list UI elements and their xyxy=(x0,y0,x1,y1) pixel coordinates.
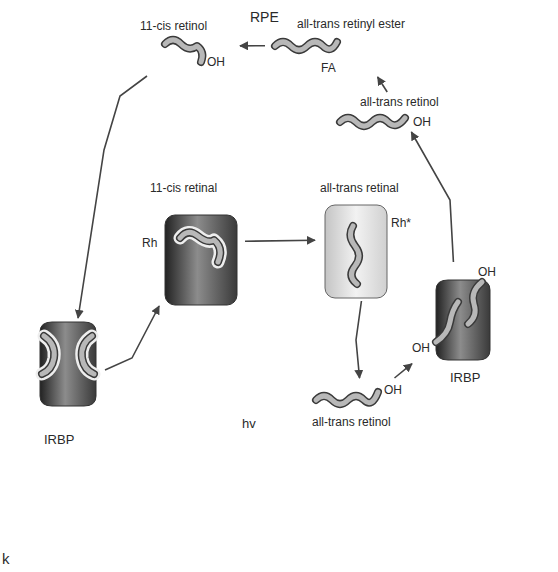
node-text: OH xyxy=(413,115,431,129)
irbp-protein: IRBP xyxy=(30,318,105,455)
node-text: OH xyxy=(207,55,225,69)
metarhodopsin-outline xyxy=(315,178,425,301)
retinoid-molecule: all-trans retinyl esterFA xyxy=(265,14,450,77)
node-text: OH xyxy=(412,341,430,355)
cilium-outline xyxy=(112,472,268,572)
retinoid-molecule: OH all-trans retinol xyxy=(312,378,412,431)
light-arrowhead xyxy=(197,309,212,322)
node-label: IRBP xyxy=(450,370,480,385)
reaction-arrow xyxy=(105,306,159,370)
node-text: Rh xyxy=(142,236,157,250)
reaction-arrow xyxy=(356,301,361,378)
retinoid-molecule: all-trans retinolOH xyxy=(335,92,465,132)
node-label: RPE xyxy=(250,9,279,25)
reaction-arrow xyxy=(245,239,315,242)
annotation-label: hv xyxy=(242,416,256,431)
node-label: 11-cis retinol xyxy=(140,19,207,33)
reaction-arrow xyxy=(78,76,147,318)
reaction-arrow xyxy=(240,45,265,47)
node-text: Rh* xyxy=(391,216,411,230)
rod-outer-segment xyxy=(284,198,416,472)
irbp-protein: IRBP OH OH xyxy=(412,262,502,392)
cilium-outline xyxy=(284,472,416,572)
retinoid-molecule: 11-cis retinolOH xyxy=(135,16,240,76)
retinol-molecule xyxy=(128,108,163,130)
node-label: all-trans retinyl ester xyxy=(297,17,405,31)
node-label: 11-cis retinal xyxy=(150,181,217,195)
node-text: OH xyxy=(478,265,496,279)
node-label: OH xyxy=(384,383,402,397)
rhodopsin: 11-cis retinalRh xyxy=(140,178,245,306)
annotation-label: k xyxy=(2,550,10,567)
rod-outer-segment xyxy=(112,198,268,472)
reaction-arrow xyxy=(394,364,412,378)
node-label: all-trans retinol xyxy=(360,95,439,109)
node-text: all-trans retinol xyxy=(312,415,391,429)
reaction-arrow xyxy=(378,77,388,92)
node-label: all-trans retinal xyxy=(320,181,399,195)
rpe-layer: RPE 11-cis retinolOH all-trans retinyl est… xyxy=(0,0,558,250)
light-wave xyxy=(207,318,246,409)
node-text: FA xyxy=(321,61,336,75)
metarhodopsin: all-trans retinalRh* xyxy=(315,178,425,301)
reaction-arrow xyxy=(411,132,453,262)
pointer-arrowhead xyxy=(64,462,72,471)
node-label: IRBP xyxy=(44,432,74,447)
pointer-arrow xyxy=(14,465,70,550)
